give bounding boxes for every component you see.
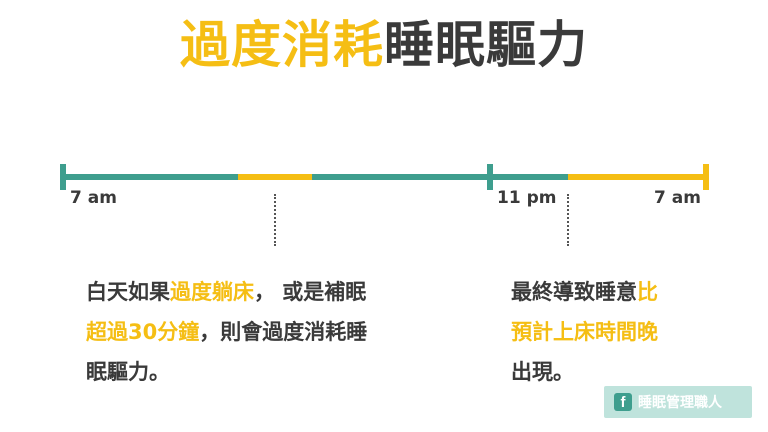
timeline-start-tick: [60, 164, 66, 190]
left-text-1a: 白天如果: [86, 280, 170, 304]
left-highlight-1: 過度躺床: [170, 280, 254, 304]
right-paragraph-line-3: 出現。: [511, 352, 711, 392]
right-paragraph-line-1: 最終導致睡意比: [511, 272, 711, 312]
timeline-end-tick: [703, 164, 709, 190]
timeline-segment-yellow-2: [568, 174, 706, 180]
left-highlight-2: 超過30分鐘: [86, 320, 200, 344]
dotted-connector-left: [274, 194, 276, 246]
left-paragraph: 白天如果過度躺床， 或是補眠 超過30分鐘，則會過度消耗睡 眠驅力。: [86, 272, 446, 392]
right-text-1a: 最終導致睡意: [511, 280, 637, 304]
facebook-page-badge[interactable]: f 睡眠管理職人: [604, 386, 752, 418]
dotted-connector-right: [567, 194, 569, 246]
left-paragraph-line-2: 超過30分鐘，則會過度消耗睡: [86, 312, 446, 352]
right-paragraph: 最終導致睡意比 預計上床時間晚 出現。: [511, 272, 711, 392]
timeline-label-mid: 11 pm: [497, 188, 557, 208]
timeline-segment-teal-3: [490, 174, 568, 180]
right-highlight-2: 預計上床時間晚: [511, 320, 658, 344]
timeline-segment-teal-2: [312, 174, 490, 180]
left-text-3: 眠驅力。: [86, 360, 170, 384]
facebook-icon: f: [614, 393, 632, 411]
left-text-1b: ， 或是補眠: [254, 280, 367, 304]
timeline-mid-tick: [487, 164, 493, 190]
right-paragraph-line-2: 預計上床時間晚: [511, 312, 711, 352]
title-rest: 睡眠驅力: [384, 16, 588, 74]
title-highlight: 過度消耗: [180, 16, 384, 74]
left-text-2b: ，則會過度消耗睡: [199, 320, 368, 344]
timeline-label-start: 7 am: [70, 188, 117, 208]
timeline-segment-yellow-1: [238, 174, 312, 180]
left-paragraph-line-3: 眠驅力。: [86, 352, 446, 392]
facebook-page-name: 睡眠管理職人: [638, 395, 722, 411]
right-highlight-1: 比: [637, 280, 658, 304]
left-paragraph-line-1: 白天如果過度躺床， 或是補眠: [86, 272, 446, 312]
right-text-3: 出現。: [511, 360, 574, 384]
timeline-label-end: 7 am: [654, 188, 701, 208]
timeline-segment-teal-1: [63, 174, 238, 180]
page-title: 過度消耗睡眠驅力: [0, 12, 768, 78]
